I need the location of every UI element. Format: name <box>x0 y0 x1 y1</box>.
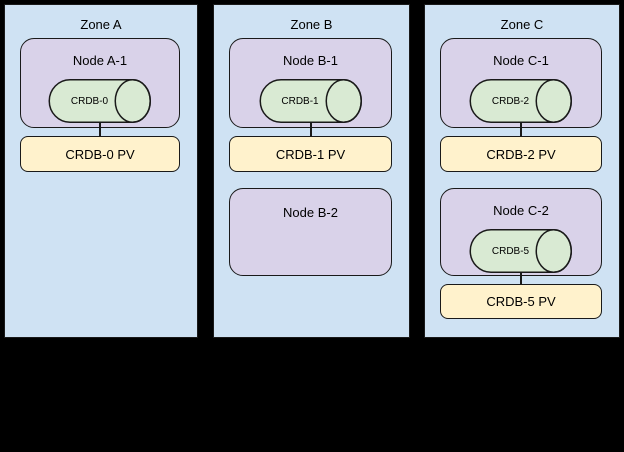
zone-a-label: Zone A <box>80 17 122 32</box>
node-a1-label: Node A-1 <box>72 53 128 68</box>
crdb-0-pod-label: CRDB-0 <box>70 95 109 107</box>
crdb-2-pod: CRDB-2 <box>469 79 573 123</box>
database-cylinder-icon <box>469 229 572 273</box>
node-b2-box: Node B-2 <box>229 188 392 276</box>
node-c2-box: Node C-2 CRDB-5 <box>440 188 602 276</box>
pod-to-pv-connector <box>520 272 522 284</box>
zone-c-node-group-2: Node C-2 CRDB-5 CRDB-5 PV <box>440 188 602 319</box>
database-cylinder-icon <box>469 79 572 123</box>
zone-a-node-group-1: Node A-1 CRDB-0 CRDB-0 PV <box>20 38 180 172</box>
zone-a-container: Zone A Node A-1 CRDB-0 CRDB-0 PV <box>4 4 198 338</box>
pod-to-pv-connector <box>99 122 101 136</box>
zone-b-label: Zone B <box>290 17 333 32</box>
crdb-2-pv-box: CRDB-2 PV <box>440 136 602 172</box>
crdb-2-pod-label: CRDB-2 <box>491 95 530 107</box>
node-c1-box: Node C-1 CRDB-2 <box>440 38 602 128</box>
node-c1-label: Node C-1 <box>493 53 549 68</box>
zone-c-label: Zone C <box>500 17 544 32</box>
crdb-1-pv-box: CRDB-1 PV <box>229 136 392 172</box>
zone-c-container: Zone C Node C-1 CRDB-2 CRDB-2 PV Node C-… <box>424 4 620 338</box>
crdb-2-pv-label: CRDB-2 PV <box>486 146 556 162</box>
crdb-0-pv-box: CRDB-0 PV <box>20 136 180 172</box>
crdb-0-pv-label: CRDB-0 PV <box>65 146 135 162</box>
crdb-1-pod-label: CRDB-1 <box>281 95 319 107</box>
crdb-5-pod: CRDB-5 <box>469 229 573 273</box>
crdb-5-pv-label: CRDB-5 PV <box>486 294 556 309</box>
node-c2-label: Node C-2 <box>493 203 549 218</box>
crdb-5-pv-box: CRDB-5 PV <box>440 284 602 319</box>
database-cylinder-icon <box>48 79 151 123</box>
pod-to-pv-connector <box>309 122 312 136</box>
database-cylinder-icon <box>259 79 362 123</box>
zone-b-container: Zone B Node B-1 CRDB-1 CRDB-1 PV Node B-… <box>213 4 410 338</box>
crdb-5-pod-label: CRDB-5 <box>491 245 530 257</box>
node-b1-box: Node B-1 CRDB-1 <box>229 38 392 128</box>
crdb-1-pod: CRDB-1 <box>259 79 362 123</box>
crdb-0-pod: CRDB-0 <box>48 79 152 123</box>
zone-c-node-group-1: Node C-1 CRDB-2 CRDB-2 PV <box>440 38 602 172</box>
node-b1-label: Node B-1 <box>283 53 338 68</box>
node-b2-label: Node B-2 <box>283 205 338 220</box>
pod-to-pv-connector <box>520 122 522 136</box>
crdb-1-pv-label: CRDB-1 PV <box>275 146 346 162</box>
node-a1-box: Node A-1 CRDB-0 <box>20 38 180 128</box>
zone-b-node-group-1: Node B-1 CRDB-1 CRDB-1 PV <box>229 38 392 172</box>
